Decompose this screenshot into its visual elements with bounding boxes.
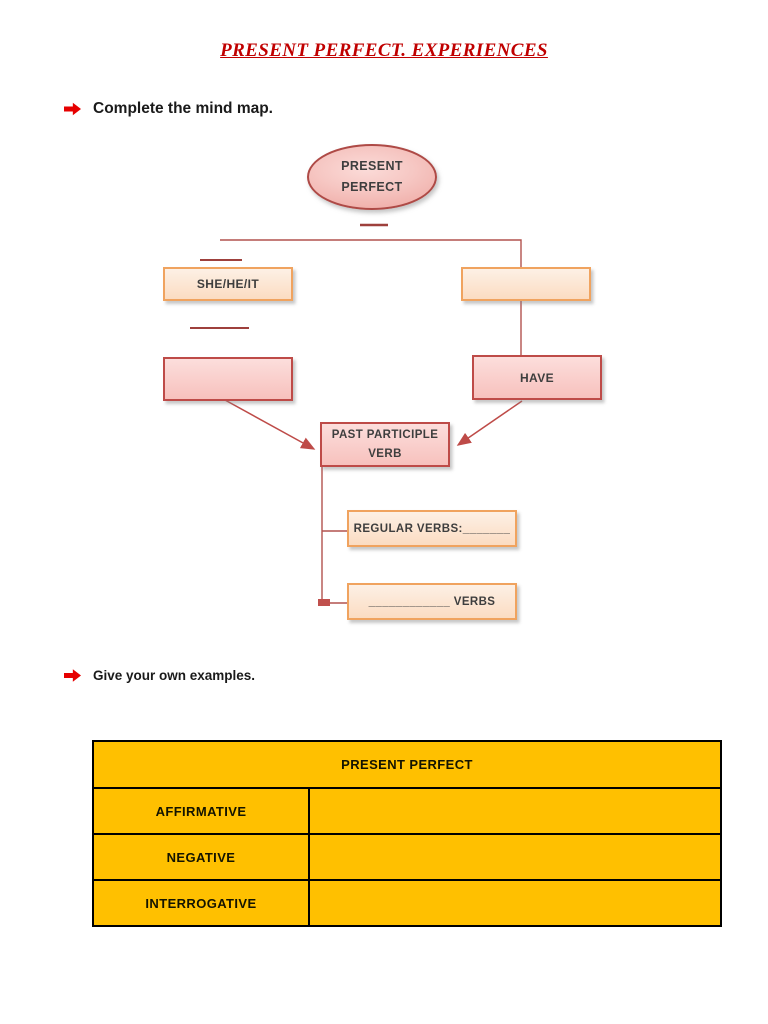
page-title: PRESENT PERFECT. EXPERIENCES [220, 40, 548, 61]
node-verb-blank [163, 357, 293, 401]
node-irregular-verbs-blank: ____________ VERBS [347, 583, 517, 620]
table-row: INTERROGATIVE [94, 881, 720, 925]
node-label-line1: PRESENT [341, 159, 403, 173]
table-row: NEGATIVE [94, 835, 720, 881]
node-past-participle-verb: PAST PARTICIPLE VERB [320, 422, 450, 467]
instruction-give-examples: Give your own examples. [64, 668, 255, 683]
instruction-label: Complete the mind map. [93, 100, 273, 117]
examples-table: PRESENT PERFECT AFFIRMATIVE NEGATIVE INT… [92, 740, 722, 927]
table-row: AFFIRMATIVE [94, 789, 720, 835]
node-label-line2: PERFECT [341, 180, 403, 194]
node-present-perfect: PRESENT PERFECT [307, 144, 437, 210]
node-subject-blank [461, 267, 591, 301]
node-have: HAVE [472, 355, 602, 400]
instruction-label: Give your own examples. [93, 668, 256, 683]
arrow-bullet-icon [64, 102, 81, 116]
row-label-affirmative: AFFIRMATIVE [94, 789, 310, 833]
node-she-he-it: SHE/HE/IT [163, 267, 293, 301]
arrow-bullet-icon [64, 669, 81, 682]
row-answer-cell [310, 835, 720, 879]
row-answer-cell [310, 881, 720, 925]
node-label-line2: VERB [368, 447, 402, 460]
row-label-negative: NEGATIVE [94, 835, 310, 879]
instruction-complete-mind-map: Complete the mind map. [64, 100, 273, 118]
node-label-line1: PAST PARTICIPLE [331, 428, 439, 441]
table-header: PRESENT PERFECT [94, 742, 720, 789]
row-answer-cell [310, 789, 720, 833]
node-regular-verbs: REGULAR VERBS:_______ [347, 510, 517, 547]
row-label-interrogative: INTERROGATIVE [94, 881, 310, 925]
